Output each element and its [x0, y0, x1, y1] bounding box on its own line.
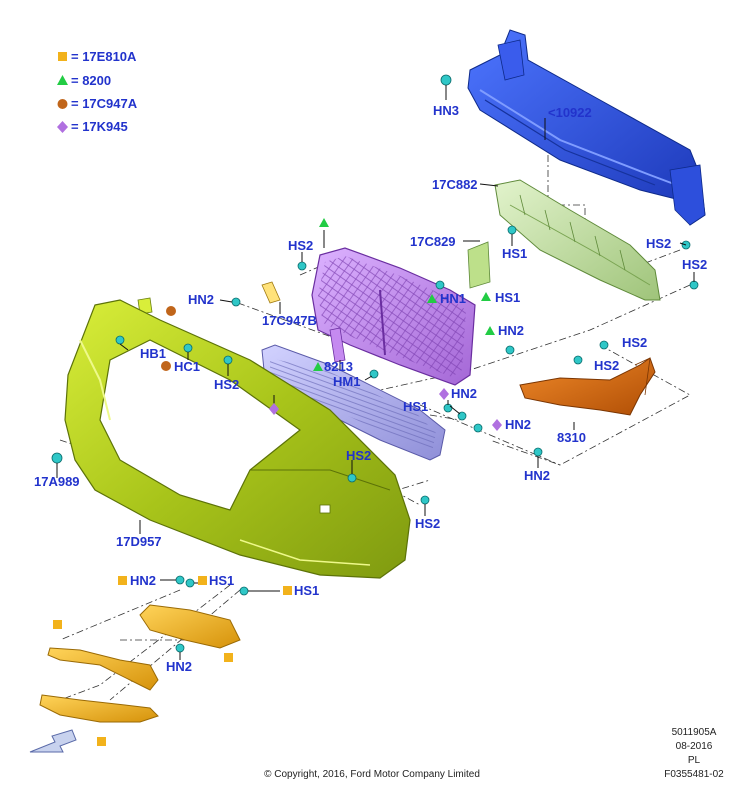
bumper-reinforcement-beam [467, 29, 706, 226]
marker-triangle-icon [313, 362, 323, 371]
label-hs1-c: HS1 [403, 399, 428, 414]
label-hn2-f: HN2 [130, 573, 156, 588]
footer: 5011905A 08-2016 PL F0355481-02 © Copyri… [264, 727, 724, 780]
clip-hs1-e [239, 586, 249, 596]
footer-figure-id: F0355481-02 [664, 769, 724, 780]
clip-hs1 [507, 225, 517, 235]
label-hb1: HB1 [140, 346, 166, 361]
clip-hn2-d [473, 423, 483, 433]
label-hn2-e: HN2 [524, 468, 550, 483]
legend-text-4: = 17K945 [71, 119, 128, 134]
label-hm1: HM1 [333, 374, 360, 389]
part-markers [53, 218, 502, 746]
lower-trim-pieces [39, 604, 241, 723]
legend-square-icon [58, 52, 67, 61]
label-hs2-c: HS2 [288, 238, 313, 253]
label-hs1-a: HS1 [502, 246, 527, 261]
arrow-left-down-icon [29, 729, 77, 753]
label-hc1: HC1 [174, 359, 200, 374]
small-brackets [137, 241, 491, 363]
clip-hs2-e [599, 340, 609, 350]
label-hs2-f: HS2 [594, 358, 619, 373]
clip-17a989 [51, 452, 63, 464]
legend-text-1: = 17E810A [71, 49, 137, 64]
label-hs2-e: HS2 [622, 335, 647, 350]
label-hn2-d: HN2 [505, 417, 531, 432]
label-hs2-a: HS2 [646, 236, 671, 251]
label-hn2-a: HN2 [188, 292, 214, 307]
label-8310: 8310 [557, 430, 586, 445]
clip-hc1 [183, 343, 193, 353]
clip-hn2-a [231, 297, 241, 307]
label-hs2-g: HS2 [346, 448, 371, 463]
marker-diamond-icon [269, 403, 279, 415]
marker-circle-icon [161, 361, 171, 371]
label-hn1: HN1 [440, 291, 466, 306]
energy-absorber [494, 179, 661, 301]
marker-diamond-icon [439, 388, 449, 400]
footer-lang: PL [688, 755, 701, 766]
marker-circle-icon [166, 306, 176, 316]
label-hn2-c: HN2 [451, 386, 477, 401]
side-bracket-8310 [519, 357, 656, 416]
marker-square-icon [53, 620, 62, 629]
marker-square-icon [224, 653, 233, 662]
label-17a989: 17A989 [34, 474, 80, 489]
label-10922: <10922 [548, 105, 592, 120]
label-hn2-b: HN2 [498, 323, 524, 338]
marker-triangle-icon [481, 292, 491, 301]
legend-triangle-icon [57, 75, 68, 85]
clip-hs2-f [573, 355, 583, 365]
clip-hn2-c [443, 403, 453, 413]
footer-date: 08-2016 [676, 741, 713, 752]
label-17c882: 17C882 [432, 177, 478, 192]
marker-square-icon [198, 576, 207, 585]
label-hs2-b: HS2 [682, 257, 707, 272]
clip-hn3 [440, 74, 452, 86]
label-17c947b: 17C947B [262, 313, 317, 328]
clip-hn2-g [175, 643, 185, 653]
legend-text-3: = 17C947A [71, 96, 138, 111]
clip-hs2-g [347, 473, 357, 483]
legend-text-2: = 8200 [71, 73, 111, 88]
marker-triangle-icon [319, 218, 329, 227]
clip-hb1 [115, 335, 125, 345]
label-hn2-g: HN2 [166, 659, 192, 674]
marker-square-icon [97, 737, 106, 746]
clip-hn2-f [175, 575, 185, 585]
clip-hs2-d [223, 355, 233, 365]
footer-copyright: © Copyright, 2016, Ford Motor Company Li… [264, 769, 480, 780]
clip-hn1 [435, 280, 445, 290]
legend-diamond-icon [57, 121, 68, 133]
part-labels: HN3 <10922 17C882 17C829 HS1 HS2 HS2 HS2… [34, 103, 707, 674]
legend-circle-icon [57, 99, 68, 109]
clip-hn2-b [505, 345, 515, 355]
label-hn3: HN3 [433, 103, 459, 118]
footer-ref-code: 5011905A [672, 727, 717, 738]
legend: = 17E810A = 8200 = 17C947A = 17K945 [57, 49, 138, 134]
marker-square-icon [118, 576, 127, 585]
label-hs2-h: HS2 [415, 516, 440, 531]
label-hs1-b: HS1 [495, 290, 520, 305]
clip-hs2-b [689, 280, 699, 290]
label-hs1-d: HS1 [209, 573, 234, 588]
marker-triangle-icon [485, 326, 495, 335]
label-17d957: 17D957 [116, 534, 162, 549]
marker-square-icon [283, 586, 292, 595]
clip-hs2-h [420, 495, 430, 505]
label-hs1-e: HS1 [294, 583, 319, 598]
marker-diamond-icon [492, 419, 502, 431]
label-hs2-d: HS2 [214, 377, 239, 392]
clip-hs1-d [185, 578, 195, 588]
label-8213: 8213 [324, 359, 353, 374]
upper-grille [311, 247, 476, 386]
clip-hs2-c [297, 261, 307, 271]
clip-hn2-e [533, 447, 543, 457]
bumper-cover [64, 299, 411, 579]
marker-triangle-icon [427, 294, 437, 303]
label-17c829: 17C829 [410, 234, 456, 249]
